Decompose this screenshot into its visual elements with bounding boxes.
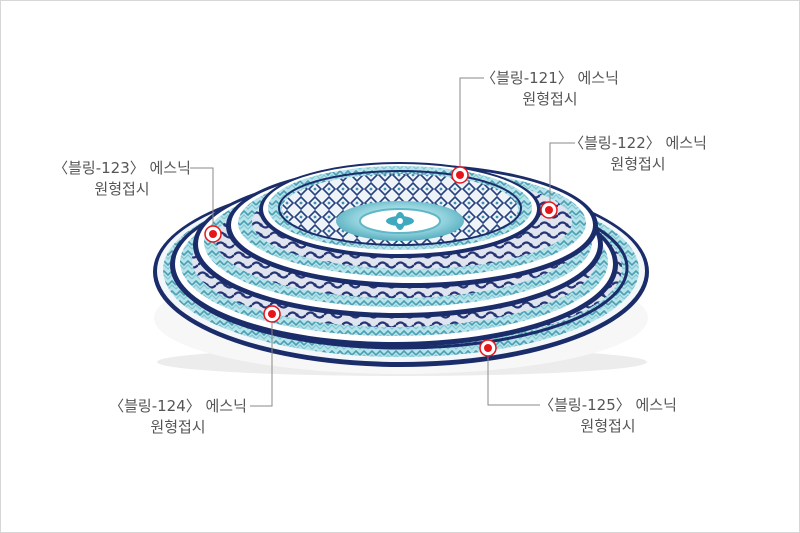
callout-124: 〈블링-124〉 에스닉 원형접시 — [78, 396, 278, 438]
callout-122-line2: 원형접시 — [610, 155, 666, 173]
marker-124 — [263, 305, 281, 323]
marker-125 — [479, 339, 497, 357]
flower-motif — [386, 212, 414, 230]
callout-124-line2: 원형접시 — [150, 418, 206, 436]
leader-line-123 — [190, 167, 214, 233]
leader-line-125 — [487, 349, 540, 406]
leader-lines — [190, 77, 575, 407]
plate-121 — [259, 162, 541, 258]
markers — [204, 166, 558, 357]
leader-line-124 — [250, 314, 273, 407]
leader-line-122 — [549, 142, 575, 210]
callout-123: 〈블링-123〉 에스닉 원형접시 — [22, 158, 222, 200]
callout-122-line1: 〈블링-122〉 에스닉 — [569, 134, 707, 152]
marker-122 — [540, 201, 558, 219]
callout-121-line2: 원형접시 — [522, 90, 578, 108]
callout-121: 〈블링-121〉 에스닉 원형접시 — [450, 68, 650, 110]
marker-121 — [451, 166, 469, 184]
callout-125: 〈블링-125〉 에스닉 원형접시 — [508, 395, 708, 437]
callout-125-line1: 〈블링-125〉 에스닉 — [539, 396, 677, 414]
callout-122: 〈블링-122〉 에스닉 원형접시 — [538, 133, 738, 175]
callout-124-line1: 〈블링-124〉 에스닉 — [109, 397, 247, 415]
marker-123 — [204, 225, 222, 243]
callout-125-line2: 원형접시 — [580, 417, 636, 435]
leader-line-121 — [459, 77, 484, 175]
callout-123-line1: 〈블링-123〉 에스닉 — [53, 159, 191, 177]
callout-121-line1: 〈블링-121〉 에스닉 — [481, 69, 619, 87]
callout-123-line2: 원형접시 — [94, 180, 150, 198]
